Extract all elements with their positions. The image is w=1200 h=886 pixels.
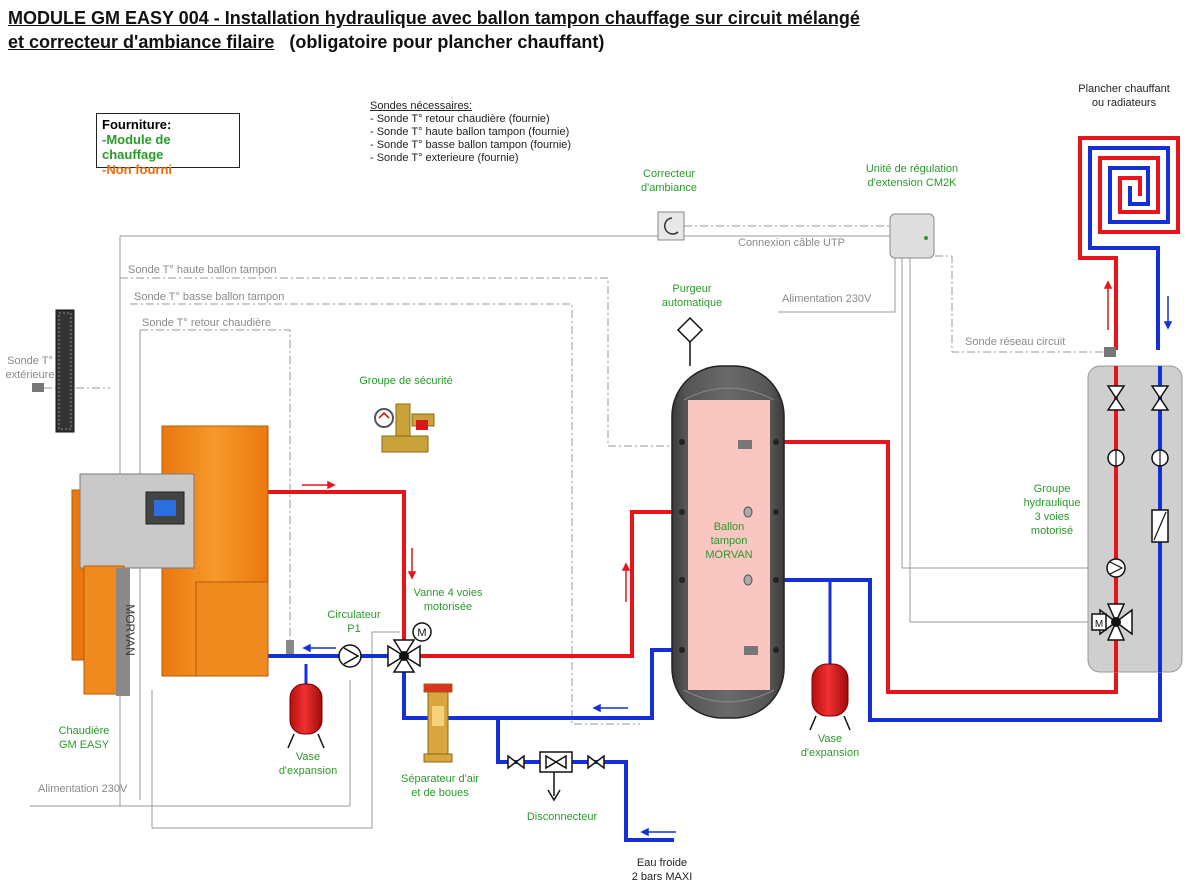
groupe-securite-label: Groupe de sécurité [359, 375, 453, 387]
disconnector [507, 751, 605, 802]
vanne-label-1: Vanne 4 voies [414, 587, 483, 599]
sondes-list: Sondes nécessaires: - Sonde T° retour ch… [370, 100, 571, 165]
network-sensor-icon [1104, 347, 1116, 357]
sonde-item: - Sonde T° retour chaudière (fournie) [370, 113, 550, 125]
alim-top-label: Alimentation 230V [782, 293, 872, 305]
green-labels: Correcteur d'ambiance Unité de régulatio… [59, 163, 1081, 823]
air-vent-icon [676, 316, 704, 344]
alim-bottom-label: Alimentation 230V [38, 783, 128, 795]
unite-label-1: Unité de régulation [866, 163, 958, 175]
purgeur-label-1: Purgeur [672, 283, 711, 295]
tank-to-group-hot-pipe [784, 440, 1118, 694]
ballon-label-2: tampon [711, 535, 748, 547]
separateur-label-1: Séparateur d'air [401, 773, 479, 785]
tank-high-sensor [738, 440, 752, 449]
alim-top-line [778, 256, 896, 313]
circulateur-label-2: P1 [347, 623, 360, 635]
sondes-heading: Sondes nécessaires: [370, 100, 473, 112]
hydraulic-group: M [1087, 365, 1183, 673]
tank-low-sensor [744, 646, 758, 655]
chaudiere-label-2: GM EASY [59, 739, 110, 751]
safety-group [374, 403, 435, 453]
sonde-retour-line [140, 329, 291, 648]
ballon-label-3: MORVAN [705, 549, 752, 561]
exterior-wall-grid [55, 309, 75, 433]
vase-right-label-2: d'expansion [801, 747, 859, 759]
plancher-label-2: ou radiateurs [1092, 97, 1157, 109]
room-thermostat [657, 211, 685, 241]
four-way-valve: M [387, 622, 432, 673]
eau-froide-label-1: Eau froide [637, 857, 687, 869]
bottom-loop-line [151, 631, 400, 829]
groupe-hydr-label-3: 3 voies [1035, 511, 1070, 523]
sonde-item: - Sonde T° basse ballon tampon (fournie) [370, 139, 572, 151]
grey-labels: Connexion câble UTP Sonde T° haute ballo… [6, 237, 1066, 795]
purgeur-label-2: automatique [662, 297, 723, 309]
tank-flow-pipe [418, 510, 684, 658]
sonde-basse-line [130, 303, 640, 725]
sonde-retour-label: Sonde T° retour chaudière [142, 317, 271, 329]
cold-water-pipe [496, 718, 674, 842]
eau-froide-label-2: 2 bars MAXI [632, 871, 693, 883]
unit-to-circulator-line [901, 256, 1108, 569]
chaudiere-label-1: Chaudière [59, 725, 110, 737]
ballon-label-1: Ballon [714, 521, 745, 533]
vanne-label-2: motorisée [424, 601, 472, 613]
vase-right-label-1: Vase [818, 733, 842, 745]
return-sensor-icon [286, 640, 294, 654]
groupe-hydr-label-4: motorisé [1031, 525, 1073, 537]
circulator-p1 [338, 644, 362, 668]
floor-heating-coil [1078, 136, 1180, 350]
legend-heading: Fourniture: [102, 117, 172, 132]
flow-arrows-cold [302, 296, 1173, 837]
sonde-reseau-label: Sonde réseau circuit [965, 336, 1065, 348]
tank-return-pipe [402, 648, 684, 720]
flow-arrows-hot [302, 280, 1113, 602]
fourniture-legend: Fourniture: -Module de chauffage -Non fo… [96, 113, 240, 177]
separateur-label-2: et de boues [411, 787, 469, 799]
boiler-gm-easy: MORVAN [71, 425, 294, 696]
expansion-vessel-right [809, 580, 851, 731]
plancher-label-1: Plancher chauffant [1078, 83, 1170, 95]
boiler-brand-label: MORVAN [123, 604, 137, 656]
valve-motor-icon: M [417, 627, 426, 639]
exterior-sensor-icon [32, 383, 44, 392]
regulation-unit-cm2k [889, 213, 935, 259]
vase-left-label-2: d'expansion [279, 765, 337, 777]
connexion-utp-label: Connexion câble UTP [738, 237, 845, 249]
sonde-item: - Sonde T° haute ballon tampon (fournie) [370, 126, 570, 138]
correcteur-label-1: Correcteur [643, 168, 695, 180]
title-line-1: MODULE GM EASY 004 - Installation hydrau… [8, 8, 860, 28]
group-valve-motor-icon: M [1095, 619, 1103, 630]
legend-item-module: -Module de chauffage [102, 132, 171, 162]
sonde-basse-label: Sonde T° basse ballon tampon [134, 291, 284, 303]
circulateur-label-1: Circulateur [327, 609, 381, 621]
sonde-haute-label: Sonde T° haute ballon tampon [128, 264, 277, 276]
title-line-2: et correcteur d'ambiance filaire (obliga… [8, 32, 605, 52]
buffer-tank [671, 316, 785, 719]
black-labels: Plancher chauffant ou radiateurs Eau fro… [632, 83, 1170, 883]
disconnecteur-label: Disconnecteur [527, 811, 598, 823]
groupe-hydr-label-2: hydraulique [1024, 497, 1081, 509]
sonde-ext-label-1: Sonde T° [7, 355, 53, 367]
groupe-hydr-label-1: Groupe [1034, 483, 1071, 495]
air-dirt-separator [423, 683, 453, 763]
sonde-ext-label-2: extérieure [6, 369, 55, 381]
sonde-item: - Sonde T° exterieure (fournie) [370, 152, 519, 164]
legend-item-non-fourni: -Non fourni [102, 162, 173, 177]
vase-left-label-1: Vase [296, 751, 320, 763]
expansion-vessel-left [287, 664, 325, 749]
boiler-flow-pipe [268, 490, 406, 640]
correcteur-label-2: d'ambiance [641, 182, 697, 194]
unite-label-2: d'extension CM2K [868, 177, 958, 189]
sonde-reseau-line [935, 255, 1105, 353]
unit-to-valve-line [909, 256, 1096, 623]
